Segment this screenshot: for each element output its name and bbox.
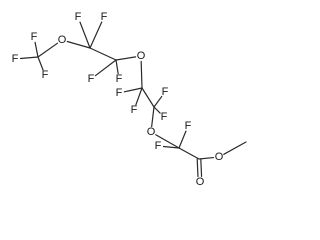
- fluorine-atom: F: [131, 104, 138, 116]
- atom-label: F: [75, 11, 82, 23]
- single-bond-line: [135, 87, 143, 106]
- single-bond-line: [89, 47, 117, 61]
- fluorine-atom: F: [185, 120, 192, 132]
- single-bond-line: [34, 41, 39, 58]
- double-bond-line: [196, 158, 199, 178]
- atom-label: F: [116, 73, 123, 85]
- single-bond-line: [115, 59, 119, 75]
- atom-label: F: [42, 69, 49, 81]
- atom-label: F: [185, 120, 192, 132]
- fluorine-atom: F: [116, 73, 123, 85]
- fluorine-atom: F: [162, 86, 169, 98]
- fluorine-atom: F: [116, 87, 123, 99]
- oxygen-atom: O: [215, 151, 224, 163]
- bond-layer: [19, 21, 247, 178]
- single-bond-line: [198, 156, 215, 160]
- oxygen-atom: O: [147, 126, 156, 138]
- single-bond-line: [66, 40, 91, 49]
- oxygen-atom: O: [196, 176, 205, 188]
- atom-label: F: [31, 31, 38, 43]
- oxygen-atom: O: [137, 50, 146, 62]
- fluorine-atom: F: [12, 53, 19, 65]
- atom-label: F: [12, 53, 19, 65]
- atom-label: F: [155, 140, 162, 152]
- single-bond-line: [155, 134, 180, 149]
- atom-label: F: [131, 104, 138, 116]
- single-bond-line: [140, 60, 143, 89]
- single-bond-line: [223, 141, 247, 155]
- atom-label: O: [58, 34, 67, 46]
- single-bond-line: [178, 147, 200, 160]
- single-bond-line: [79, 21, 91, 49]
- single-bond-line: [94, 59, 117, 77]
- atom-label: O: [215, 151, 224, 163]
- double-bond-line: [200, 158, 203, 178]
- single-bond-line: [123, 87, 143, 93]
- fluorine-atom: F: [75, 11, 82, 23]
- single-bond-line: [141, 87, 155, 108]
- single-bond-line: [115, 56, 137, 61]
- single-bond-line: [153, 95, 163, 108]
- fluorine-atom: F: [88, 73, 95, 85]
- single-bond-line: [37, 56, 44, 71]
- atom-label: O: [137, 50, 146, 62]
- fluorine-atom: F: [42, 69, 49, 81]
- fluorine-atom: F: [31, 31, 38, 43]
- oxygen-atom: O: [58, 34, 67, 46]
- single-bond-line: [89, 21, 103, 49]
- atom-label: F: [162, 86, 169, 98]
- atom-label: F: [161, 111, 168, 123]
- single-bond-line: [178, 130, 187, 149]
- fluorine-atom: F: [101, 11, 108, 23]
- fluorine-atom: F: [155, 140, 162, 152]
- atom-label: O: [147, 126, 156, 138]
- single-bond-line: [37, 42, 59, 58]
- atom-label: O: [196, 176, 205, 188]
- single-bond-line: [151, 106, 155, 128]
- fluorine-atom: F: [161, 111, 168, 123]
- single-bond-line: [153, 106, 161, 114]
- single-bond-line: [162, 145, 180, 149]
- atom-label: F: [88, 73, 95, 85]
- atom-label: F: [116, 87, 123, 99]
- atom-label: F: [101, 11, 108, 23]
- single-bond-line: [19, 56, 39, 60]
